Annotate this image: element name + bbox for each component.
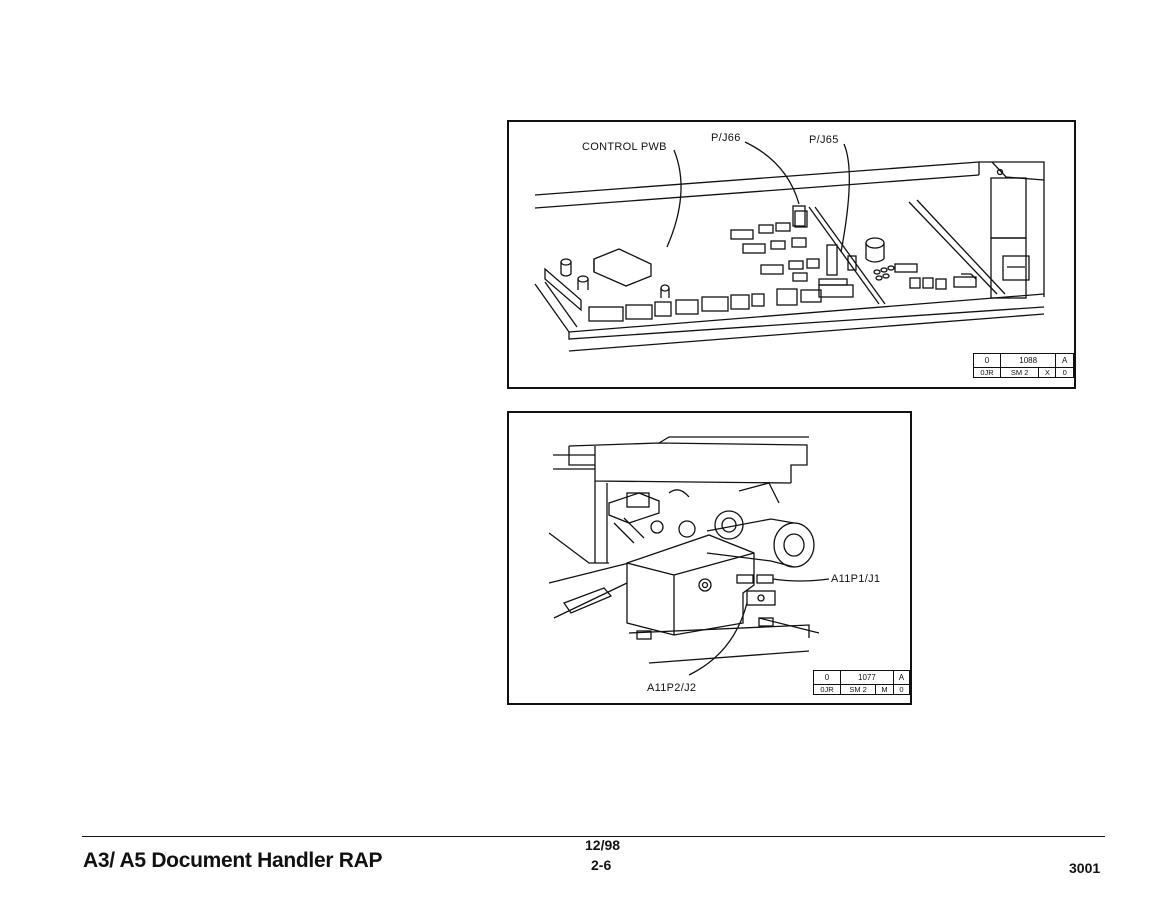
callout-pj65: P/J65: [809, 134, 839, 146]
id-cell: X: [1038, 367, 1057, 378]
footer-date: 12/98: [585, 837, 621, 853]
id-cell: SM 2: [839, 684, 877, 695]
footer-rule: [82, 836, 1105, 837]
id-cell: 0: [892, 684, 911, 695]
id-cell: A: [892, 670, 911, 685]
motor-assembly-illustration: [548, 436, 830, 676]
id-cell: 1088: [999, 353, 1057, 368]
figure-control-pwb: CONTROL PWB P/J66 P/J65 0 1088 A 0JR SM …: [507, 120, 1076, 389]
footer-page-number: 2-6: [591, 857, 612, 873]
callout-a11p1-j1: A11P1/J1: [831, 573, 881, 585]
id-cell: 0JR: [813, 684, 841, 695]
id-cell: SM 2: [999, 367, 1040, 378]
id-cell: 0JR: [973, 367, 1001, 378]
callout-control-pwb: CONTROL PWB: [582, 141, 667, 153]
control-pwb-illustration: [534, 141, 1045, 352]
footer-title: A3/ A5 Document Handler RAP: [83, 849, 383, 872]
id-cell: A: [1055, 353, 1074, 368]
callout-a11p2-j2: A11P2/J2: [647, 682, 697, 694]
id-cell: M: [875, 684, 894, 695]
figure-id-box: 0 1088 A 0JR SM 2 X 0: [973, 353, 1074, 378]
figure-motor-assembly: A11P1/J1 A11P2/J2 0 1077 A 0JR SM 2 M 0: [507, 411, 912, 705]
callout-pj66: P/J66: [711, 132, 741, 144]
footer-code: 3001: [1069, 860, 1101, 876]
id-cell: 0: [973, 353, 1001, 368]
figure-id-box: 0 1077 A 0JR SM 2 M 0: [813, 670, 911, 695]
id-cell: 1077: [840, 670, 894, 685]
id-cell: 0: [1055, 367, 1074, 378]
id-cell: 0: [813, 670, 841, 685]
